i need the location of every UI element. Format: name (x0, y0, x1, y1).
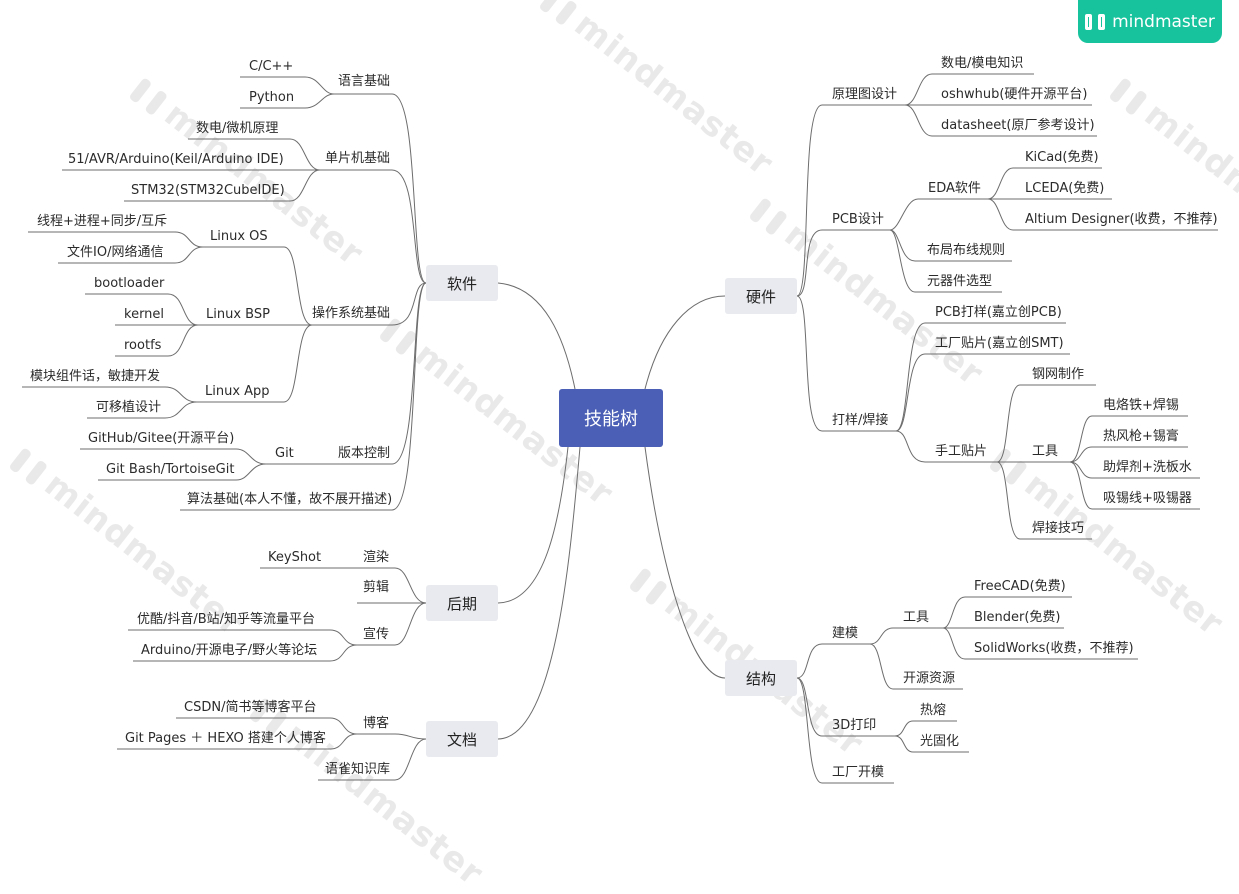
leaf-iron[interactable]: 电烙铁+焊锡 (1103, 398, 1179, 413)
connector-lines (22, 73, 1218, 784)
leaf-solidworks[interactable]: SolidWorks(收费，不推荐) (974, 641, 1134, 656)
root-node[interactable]: 技能树 (559, 389, 663, 447)
leaf-wick[interactable]: 吸锡线+吸锡器 (1103, 491, 1192, 506)
node-render[interactable]: 渲染 (363, 550, 390, 565)
leaf-stencil[interactable]: 钢网制作 (1032, 367, 1085, 382)
leaf-blender[interactable]: Blender(免费) (974, 610, 1061, 625)
leaf-rootfs[interactable]: rootfs (124, 338, 162, 353)
leaf-kernel[interactable]: kernel (124, 307, 165, 322)
leaf-layout-rules[interactable]: 布局布线规则 (927, 243, 1006, 258)
leaf-mcu-theory[interactable]: 数电/微机原理 (196, 121, 279, 136)
node-os[interactable]: 操作系统基础 (312, 306, 391, 321)
node-yuque[interactable]: 语雀知识库 (325, 762, 391, 777)
leaf-csdn[interactable]: CSDN/简书等博客平台 (184, 700, 317, 715)
leaf-factory-mold[interactable]: 工厂开模 (832, 765, 885, 780)
leaf-smt[interactable]: 工厂贴片(嘉立创SMT) (935, 336, 1064, 351)
mindmaster-logo[interactable]: mindmaster (1078, 0, 1222, 43)
branch-structure[interactable]: 结构 (725, 660, 797, 696)
node-modeling[interactable]: 建模 (832, 626, 859, 641)
leaf-mcu-avr[interactable]: 51/AVR/Arduino(Keil/Arduino IDE) (68, 152, 284, 167)
node-schematic[interactable]: 原理图设计 (832, 87, 898, 102)
mindmap-canvas: mindmaster mindmaster mindmaster mindmas… (0, 0, 1239, 805)
leaf-sla[interactable]: 光固化 (920, 734, 960, 749)
branch-software[interactable]: 软件 (426, 265, 498, 301)
leaf-solder-skill[interactable]: 焊接技巧 (1032, 521, 1085, 536)
leaf-fileio[interactable]: 文件IO/网络通信 (67, 245, 164, 260)
node-git[interactable]: Git (275, 446, 294, 461)
leaf-lceda[interactable]: LCEDA(免费) (1025, 181, 1105, 196)
node-manual-tools[interactable]: 工具 (1032, 444, 1059, 459)
mindmaster-logo-icon (1085, 13, 1106, 30)
leaf-github[interactable]: GitHub/Gitee(开源平台) (88, 431, 235, 446)
leaf-bootloader[interactable]: bootloader (94, 276, 165, 291)
leaf-freecad[interactable]: FreeCAD(免费) (974, 579, 1066, 594)
node-vcs[interactable]: 版本控制 (338, 446, 391, 461)
leaf-keyshot[interactable]: KeyShot (268, 550, 322, 565)
node-manual[interactable]: 手工贴片 (935, 444, 988, 459)
node-model-tools[interactable]: 工具 (903, 610, 930, 625)
leaf-kicad[interactable]: KiCad(免费) (1025, 150, 1099, 165)
node-linux-app[interactable]: Linux App (205, 384, 270, 399)
leaf-fdm[interactable]: 热熔 (920, 703, 947, 718)
leaf-platforms[interactable]: 优酷/抖音/B站/知乎等流量平台 (137, 612, 316, 627)
leaf-forums[interactable]: Arduino/开源电子/野火等论坛 (141, 643, 318, 658)
leaf-pcb-proto[interactable]: PCB打样(嘉立创PCB) (935, 305, 1062, 320)
node-linux-os[interactable]: Linux OS (210, 229, 268, 244)
leaf-portable[interactable]: 可移植设计 (96, 400, 162, 415)
leaf-thread[interactable]: 线程+进程+同步/互斥 (37, 214, 168, 229)
leaf-component-select[interactable]: 元器件选型 (927, 274, 993, 289)
logo-text: mindmaster (1112, 11, 1215, 32)
leaf-agile[interactable]: 模块组件话，敏捷开发 (30, 369, 161, 384)
leaf-algo[interactable]: 算法基础(本人不懂，故不展开描述) (187, 492, 393, 507)
node-edit[interactable]: 剪辑 (363, 580, 390, 595)
node-pcb[interactable]: PCB设计 (832, 212, 884, 227)
branch-docs[interactable]: 文档 (426, 721, 498, 757)
leaf-hotair[interactable]: 热风枪+锡膏 (1103, 429, 1179, 444)
node-eda[interactable]: EDA软件 (928, 181, 981, 196)
leaf-flux[interactable]: 助焊剂+洗板水 (1103, 460, 1192, 475)
leaf-analog[interactable]: 数电/模电知识 (941, 56, 1024, 71)
node-linux-bsp[interactable]: Linux BSP (206, 307, 270, 322)
node-proto[interactable]: 打样/焊接 (832, 413, 889, 428)
leaf-mcu-stm32[interactable]: STM32(STM32CubeIDE) (131, 183, 285, 198)
node-mcu[interactable]: 单片机基础 (325, 151, 391, 166)
node-blog[interactable]: 博客 (363, 716, 390, 731)
node-promo[interactable]: 宣传 (363, 627, 390, 642)
leaf-python[interactable]: Python (249, 90, 295, 105)
branch-post[interactable]: 后期 (426, 585, 498, 621)
branch-hardware[interactable]: 硬件 (725, 278, 797, 314)
node-lang[interactable]: 语言基础 (338, 74, 391, 89)
leaf-datasheet[interactable]: datasheet(原厂参考设计) (941, 118, 1095, 133)
leaf-gitpages[interactable]: Git Pages ＋ HEXO 搭建个人博客 (125, 731, 326, 746)
node-3dprint[interactable]: 3D打印 (832, 718, 877, 733)
leaf-cpp[interactable]: C/C++ (249, 59, 294, 74)
leaf-opensource[interactable]: 开源资源 (903, 671, 956, 686)
leaf-gitbash[interactable]: Git Bash/TortoiseGit (106, 462, 235, 477)
leaf-altium[interactable]: Altium Designer(收费，不推荐) (1025, 212, 1218, 227)
leaf-oshwhub[interactable]: oshwhub(硬件开源平台) (941, 87, 1088, 102)
